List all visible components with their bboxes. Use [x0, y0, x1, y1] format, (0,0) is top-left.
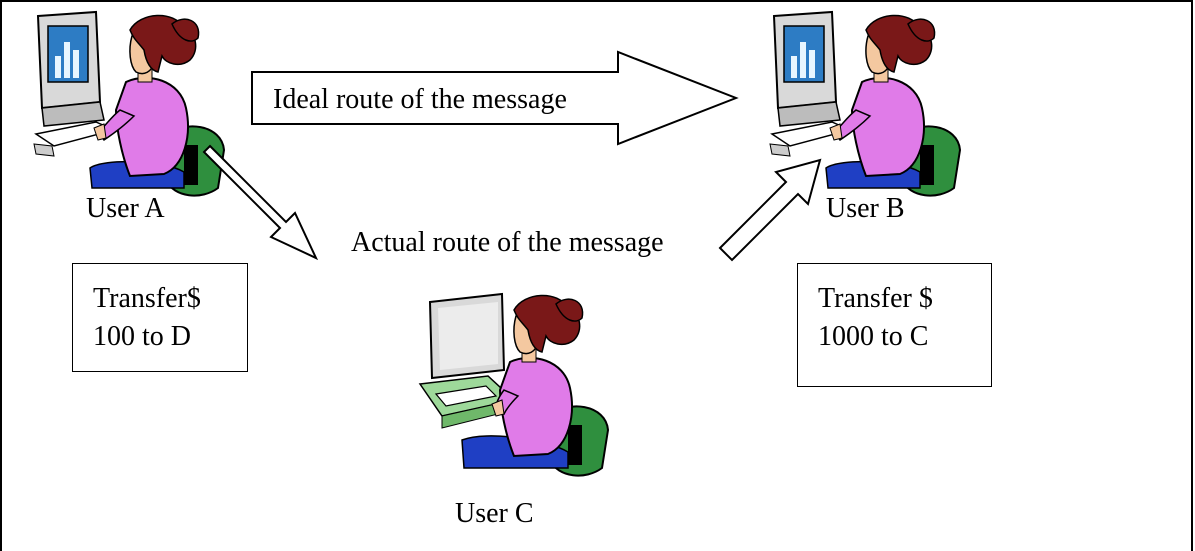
- message-right-line1: Transfer $: [818, 283, 933, 314]
- user-a-computer-icon: [33, 11, 225, 197]
- user-b-label: User B: [826, 193, 905, 224]
- actual-route-label: Actual route of the message: [351, 227, 664, 258]
- message-box-left: Transfer$ 100 to D: [72, 263, 248, 372]
- message-left-line2: 100 to D: [93, 321, 191, 352]
- ideal-route-arrow: [251, 50, 739, 146]
- message-right-line2: 1000 to C: [818, 321, 929, 352]
- user-a-label: User A: [86, 193, 165, 224]
- user-c-label: User C: [455, 498, 534, 529]
- message-box-right: Transfer $ 1000 to C: [797, 263, 992, 387]
- actual-route-arrow-a-to-c: [202, 144, 319, 261]
- message-left-line1: Transfer$: [93, 283, 201, 314]
- actual-route-arrow-c-to-b: [718, 158, 822, 262]
- ideal-route-label: Ideal route of the message: [273, 84, 567, 115]
- user-c-computer-icon: [419, 293, 609, 477]
